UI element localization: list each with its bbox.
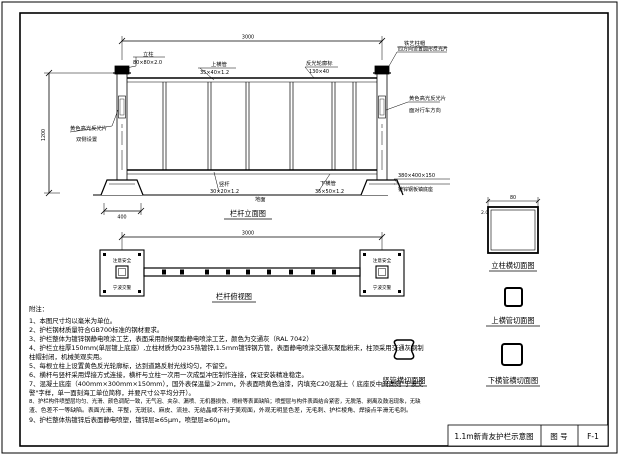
note-line: 警"字样，单一面刻海工单位简称，并要尺寸公平均分开）。 xyxy=(29,389,195,397)
vertical-bar-section xyxy=(393,339,415,360)
left-base xyxy=(100,179,144,196)
note-line: 渣、色差不一等缺陷。表面光滑、平整，无斑驳、麻皮、流挂、无结晶或不利于美观面，外… xyxy=(29,408,412,414)
note-line: 4、护栏立柱厚150mm(单层镀上底座）,立柱材质为Q235热镀锌,1.5mm镀… xyxy=(29,344,424,352)
post-section xyxy=(485,197,541,254)
label-reflector-size: 130×40 xyxy=(309,69,329,75)
plan-bar-marks xyxy=(162,269,336,275)
label-reflector: 反光轮廓标 xyxy=(306,59,333,67)
note-line: 2、护栏钢材质量符合GB700标准的钢材要求。 xyxy=(29,326,164,334)
label-vertical-bar-size: 30×20×1.2 xyxy=(210,189,239,195)
label-bottom-rail: 下横管 xyxy=(320,179,336,187)
label-top-rail-size: 35×40×1.2 xyxy=(200,70,229,76)
title-block xyxy=(447,424,609,447)
left-reflector xyxy=(118,95,126,119)
left-post-cap xyxy=(114,65,130,75)
label-bottom-rail-size: 35×50×1.2 xyxy=(315,189,344,195)
plan-title: 栏杆俯视图 xyxy=(216,292,252,301)
leaders xyxy=(69,46,450,193)
note-line: 9、护栏整体热镀锌后表面静电喷塑，镀锌层≥65μm，喷塑层≥60μm。 xyxy=(29,416,234,424)
plan-right-post xyxy=(375,265,389,279)
post-section-title: 立柱横切面图 xyxy=(491,261,534,270)
bottom-rail-section xyxy=(501,343,523,366)
elevation-dim-base: 400 xyxy=(117,215,126,221)
drawing-name: 1.1m新青友护栏示意图 xyxy=(454,431,533,441)
plan-view xyxy=(99,232,405,297)
label-right-reflector: 黄色高光反光片 xyxy=(409,94,446,102)
plan-right-warning: 注意安全 xyxy=(373,257,392,264)
label-ground: 地面 xyxy=(255,195,266,203)
plan-left-police: 宁波交警 xyxy=(113,284,132,291)
label-base-size: 380×400×150 xyxy=(398,173,435,179)
bottom-rail-section-title: 下横管横切面图 xyxy=(488,376,538,385)
sheet-label: 图 号 xyxy=(550,432,567,441)
label-cap: 铁艺柱帽 xyxy=(404,39,425,47)
label-post: 立柱 xyxy=(143,50,154,58)
note-line: 7、混凝土底座（400mm×300mm×150mm），国外表保温量＞2mm，外表… xyxy=(29,380,424,388)
note-line: 柱帽封闭，机械美观实用。 xyxy=(29,353,106,361)
note-line: 6、横杆与竖杆采用焊接方式连接，横杆与立柱一次用一次成型冲压制作连接，保证安装精… xyxy=(29,371,308,379)
right-post-cap xyxy=(374,65,390,75)
post-section-dim: 80 xyxy=(510,195,516,201)
plan-dim-total: 3000 xyxy=(242,231,254,237)
plan-left-warning: 注意安全 xyxy=(113,257,132,264)
elevation-dim-total: 3000 xyxy=(242,35,254,41)
plan-rail xyxy=(143,267,361,277)
right-reflector xyxy=(378,95,386,119)
note-line: 8、护栏构件喷塑层均匀、光滑、颜色调配一致，无气泡、夹杂、漏喷、无机器损伤、喷粉… xyxy=(29,399,421,405)
vertical-bars xyxy=(162,82,357,170)
label-right-reflector-note: 面对行车方向 xyxy=(409,106,441,114)
label-base-material: 镀锌钢板镇底座 xyxy=(398,186,433,193)
label-left-reflector-note: 双侧设置 xyxy=(76,135,97,143)
plan-left-post xyxy=(115,265,129,279)
inner-border xyxy=(19,12,609,447)
label-vertical-bar: 竖杆 xyxy=(219,180,230,188)
notes-heading: 附注： xyxy=(29,305,49,313)
note-line: 1、本图尺寸均以毫米为单位。 xyxy=(29,317,117,325)
top-rail-section-title: 上横管切面图 xyxy=(491,316,534,325)
label-cap-note: 四方向设置圆形反光片 xyxy=(398,46,448,53)
elevation-title: 栏杆立面图 xyxy=(230,209,266,218)
vertical-bar-section-title: 竖管横切面图 xyxy=(382,376,425,385)
plan-right-police: 宁波交警 xyxy=(373,284,392,291)
elevation-dim-height: 1200 xyxy=(41,129,47,141)
post-section-dim-side: 2.0 xyxy=(481,210,488,216)
elevation-view xyxy=(44,36,450,215)
note-line: 3、护栏整体为镀锌钢静电喷涂工艺，表面采用耐候聚酯静电喷涂工艺，颜色为交通灰（R… xyxy=(29,335,313,343)
post-section-square xyxy=(487,206,539,254)
top-rail-section xyxy=(504,287,523,307)
label-post-size: 80×80×2.0 xyxy=(133,60,162,66)
sheet-number: F-1 xyxy=(587,432,599,441)
label-left-reflector: 黄色高光反光片 xyxy=(70,124,107,132)
note-line: 5、每根立柱上设置黄色反光轮廓标，达到道路反射光线均匀，不留空。 xyxy=(29,362,232,370)
label-top-rail: 上横管 xyxy=(211,60,227,68)
